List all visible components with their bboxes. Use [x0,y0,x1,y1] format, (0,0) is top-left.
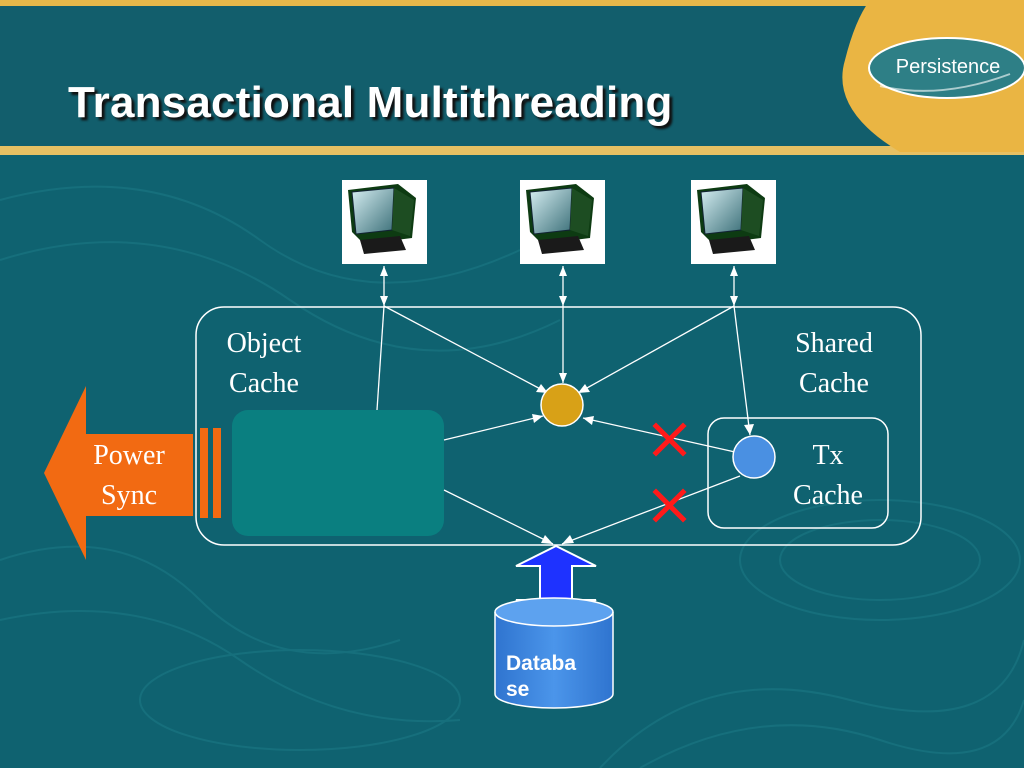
monitor-icon [342,180,427,264]
logo-text: Persistence [895,56,1001,78]
tx-cache-node [732,435,776,479]
header-top-line [0,0,1024,6]
object-cache-label: Object Cache [226,328,302,399]
tx-node-to-database [561,475,741,545]
logo-swoosh-line [879,73,1011,92]
database-label: Databa se [506,652,577,701]
tx-cache-label: Tx Cache [793,440,863,511]
object-cache-block [232,410,444,536]
monitor-icon [691,180,776,264]
connector-lines [376,266,751,545]
client1-to-shared-node [383,305,549,394]
shared-cache-label: Shared Cache [795,328,873,399]
tx-cache-box [707,417,889,529]
client3-to-shared-node [577,305,735,394]
header-bottom-line [0,146,1024,155]
shared-cache-container [195,306,922,546]
arrowheads [380,266,754,544]
object-cache-to-shared-node [443,415,544,441]
client3-to-tx-node [733,305,751,436]
tx-node-to-shared-node [582,417,736,453]
object-cache-to-database [443,489,554,545]
blocked-icon [652,422,687,457]
power-sync-label: Power Sync [93,440,165,511]
background-swirls [0,185,1024,768]
client1-to-object-cache [376,305,385,411]
left-arrow-icon [44,386,221,560]
blocked-icon [652,488,687,523]
database-icon [494,597,614,709]
monitor-icon [520,180,605,264]
slide-title: Transactional Multithreading [68,78,673,127]
shared-cache-node [540,383,584,427]
